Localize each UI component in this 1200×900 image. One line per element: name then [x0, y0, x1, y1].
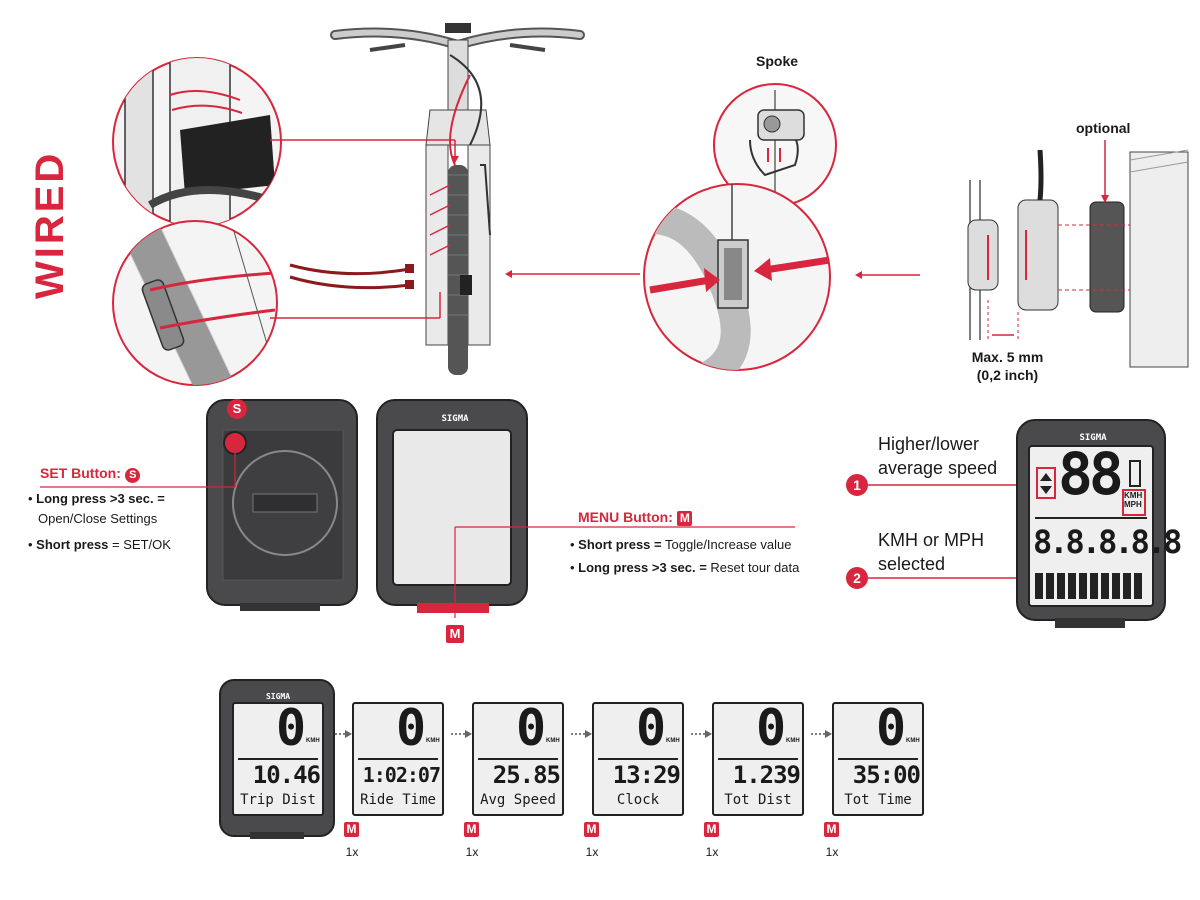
- menu-button-heading-text: MENU Button:: [578, 509, 673, 525]
- sequence-value: 25.85: [492, 761, 561, 789]
- sequence-label: Tot Dist: [724, 792, 792, 808]
- demo-speed: 88: [1058, 440, 1124, 508]
- sequence-unit: KMH: [546, 738, 560, 744]
- set-badge: S: [125, 468, 141, 483]
- menu-button-heading: MENU Button: M: [578, 509, 693, 527]
- sequence-press-count: 1x: [705, 845, 719, 859]
- sequence-unit: KMH: [906, 738, 920, 744]
- sequence-divider: [358, 758, 438, 760]
- menu-bullet-2: • Long press >3 sec. = Reset tour data: [570, 560, 800, 575]
- sequence-press-count: 1x: [465, 845, 479, 859]
- demo-device: [1016, 419, 1166, 628]
- callout-lines: [868, 484, 1060, 579]
- sequence-value: 13:29: [612, 761, 681, 789]
- sequence-label: Ride Time: [360, 792, 436, 808]
- sequence-press-count: 1x: [825, 845, 839, 859]
- zoom-circle-sensor-mount: [643, 183, 831, 371]
- sequence-value: 35:00: [852, 761, 921, 789]
- sequence-speed: 0: [276, 699, 307, 757]
- sequence-unit: KMH: [786, 738, 800, 744]
- menu-bullet-1: • Short press = Toggle/Increase value: [570, 537, 792, 552]
- sequence-divider: [838, 758, 918, 760]
- sequence-press-count: 1x: [345, 845, 359, 859]
- callout-2-number: 2: [846, 567, 868, 589]
- sequence-label: Clock: [616, 792, 660, 808]
- zoom-circle-fork-cable: [112, 57, 282, 227]
- device-front-brand: SIGMA: [441, 414, 469, 424]
- device-front: [376, 399, 528, 613]
- sequence-label: Avg Speed: [480, 792, 556, 808]
- sequence-label: Tot Time: [844, 792, 912, 808]
- zoom-circle-sensor-ziptie: [112, 220, 278, 386]
- device-back: [206, 399, 358, 611]
- zoom-circle-magnet: [713, 83, 837, 207]
- set-button-marker: S: [227, 399, 247, 419]
- sequence-value: 1.239: [732, 761, 801, 789]
- sequence-arrow: [691, 729, 713, 739]
- menu-button-marker: M: [446, 625, 464, 643]
- sequence-speed: 0: [876, 699, 907, 757]
- sequence-speed: 0: [636, 699, 667, 757]
- sensor-distance-illustration: [967, 140, 1189, 368]
- set-bullet-1: • Long press >3 sec. =Open/Close Setting…: [28, 491, 165, 526]
- menu-badge: M: [677, 511, 693, 526]
- max-distance-label: Max. 5 mm (0,2 inch): [965, 348, 1050, 384]
- max-distance-line2: (0,2 inch): [976, 367, 1039, 383]
- sequence-device-brand: SIGMA: [265, 692, 291, 701]
- set-button-bullets: • Long press >3 sec. =Open/Close Setting…: [28, 489, 198, 555]
- connector-lines-top: [270, 139, 920, 319]
- zip-ties: [289, 263, 414, 290]
- spoke-label: Spoke: [756, 53, 799, 69]
- bike-front-illustration: [330, 23, 585, 375]
- sequence-divider: [478, 758, 558, 760]
- set-bullet-2: • Short press = SET/OK: [28, 537, 171, 552]
- sequence-unit: KMH: [306, 738, 320, 744]
- sequence-arrow: [811, 729, 833, 739]
- sequence-arrow: [451, 729, 473, 739]
- sequence-label: Trip Dist: [240, 792, 316, 808]
- optional-label: optional: [1076, 120, 1131, 136]
- set-button-heading-text: SET Button:: [40, 465, 121, 481]
- sequence-menu-badge: M: [824, 822, 839, 837]
- sequence-menu-badge: M: [344, 822, 359, 837]
- sequence-unit: KMH: [426, 738, 440, 744]
- sequence-value: 10.46: [252, 761, 321, 789]
- sequence-arrow: [571, 729, 593, 739]
- sequence-value: 1:02:07: [362, 763, 441, 787]
- max-distance-line1: Max. 5 mm: [971, 349, 1044, 365]
- demo-row: 8.8.8.8.8: [1033, 523, 1182, 561]
- sequence-speed: 0: [516, 699, 547, 757]
- connector-lines-middle: [40, 442, 795, 618]
- sequence-press-count: 1x: [585, 845, 599, 859]
- sequence-menu-badge: M: [464, 822, 479, 837]
- sequence-speed: 0: [756, 699, 787, 757]
- demo-device-brand: SIGMA: [1079, 433, 1107, 443]
- callout-1-number: 1: [846, 474, 868, 496]
- sequence-divider: [238, 758, 318, 760]
- sequence-unit: KMH: [666, 738, 680, 744]
- menu-button-bullets: • Short press = Toggle/Increase value • …: [570, 535, 800, 578]
- set-button-heading: SET Button: S: [40, 465, 141, 483]
- sequence-menu-badge: M: [704, 822, 719, 837]
- sequence-divider: [598, 758, 678, 760]
- sequence-divider: [718, 758, 798, 760]
- sequence-menu-badge: M: [584, 822, 599, 837]
- sequence-arrow: [331, 729, 353, 739]
- sequence-speed: 0: [396, 699, 427, 757]
